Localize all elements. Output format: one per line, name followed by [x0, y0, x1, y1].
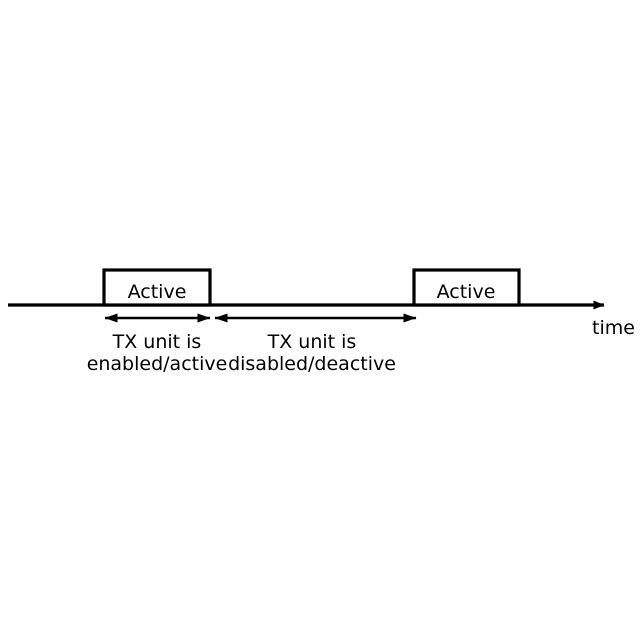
interval-disabled-caption-line-1: TX unit is [267, 331, 357, 353]
pulse-block-2: Active [412, 268, 521, 307]
pulse-2-label: Active [437, 281, 496, 303]
interval-enabled-caption: TX unit is enabled/active [87, 331, 228, 375]
interval-enabled-caption-line-2: enabled/active [87, 353, 228, 375]
pulse-1-label: Active [128, 281, 187, 303]
time-axis-label: time [592, 317, 635, 339]
pulse-block-1: Active [102, 268, 212, 307]
pulse-1-rect [102, 268, 212, 307]
interval-disabled-caption: TX unit is disabled/deactive [228, 331, 396, 375]
interval-disabled-caption-line-2: disabled/deactive [228, 353, 396, 375]
interval-enabled-caption-line-1: TX unit is [112, 331, 202, 353]
pulse-2-rect [412, 268, 521, 307]
